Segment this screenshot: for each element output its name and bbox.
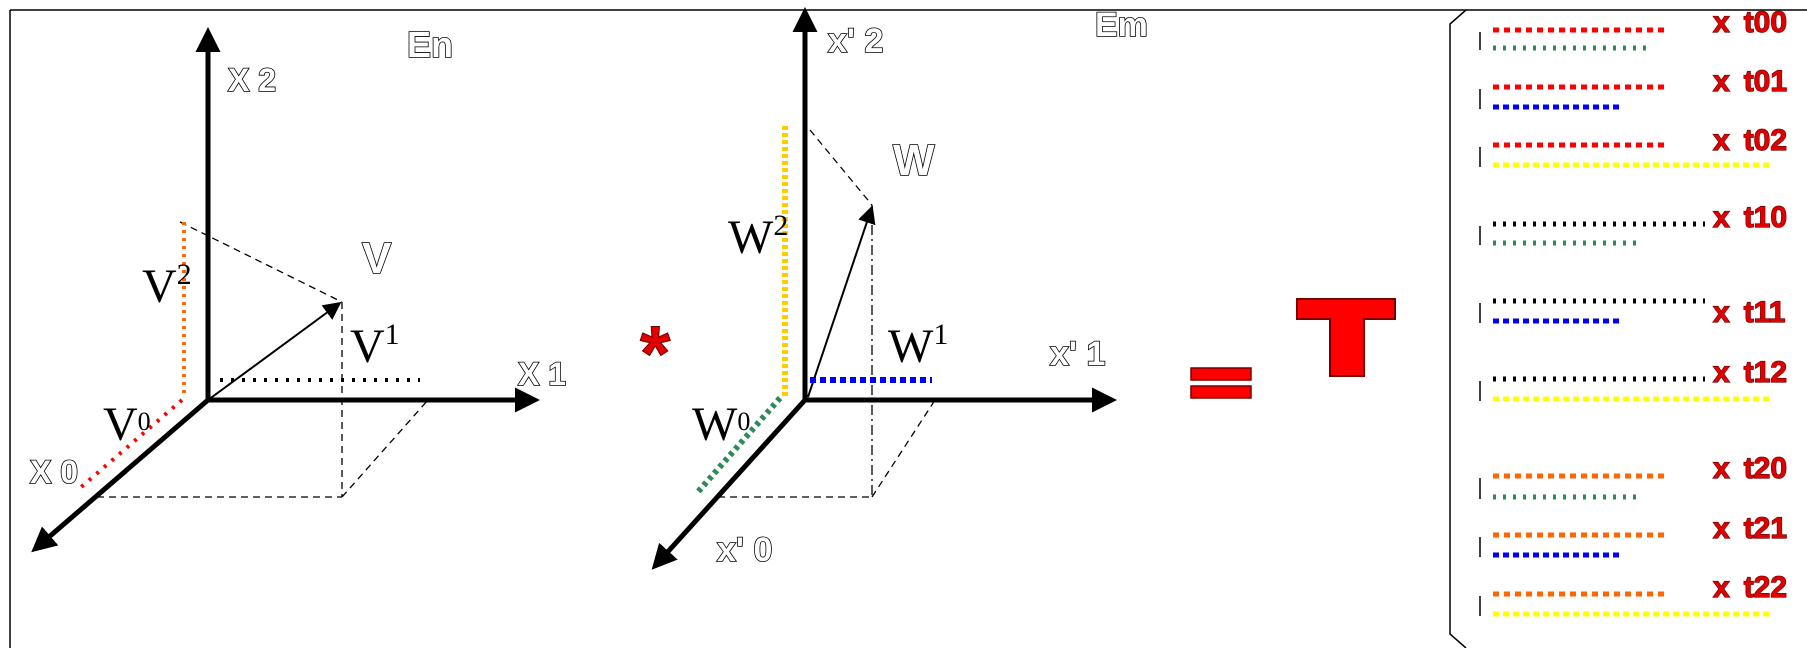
- axis-label-x-prime-0: x' 0: [717, 531, 772, 569]
- row-term-name: t01: [1744, 65, 1787, 98]
- row-term-name: t20: [1744, 452, 1787, 485]
- component-label-w0: W0: [692, 398, 750, 451]
- right-axis-x0: [651, 398, 807, 570]
- tensor-component-row: x t20: [1479, 451, 1788, 500]
- row-term-prefix: x: [1713, 512, 1730, 545]
- tensor-component-row: x t10: [1479, 200, 1788, 246]
- equals-sign: [1190, 367, 1252, 399]
- row-term-prefix: x: [1713, 296, 1730, 329]
- tensor-component-row: x t01: [1479, 64, 1788, 110]
- left-coordinate-system: En X 2 X 1 X 0 V V2 V1 V0: [29, 23, 567, 553]
- space-label-em: Em: [1095, 6, 1148, 44]
- axis-label-x-prime-1: x' 1: [1050, 335, 1105, 373]
- component-label-v2: V2: [142, 258, 192, 313]
- component-label-w1: W1: [888, 318, 948, 373]
- left-axis-x0: [31, 398, 210, 553]
- components-bracket: [1449, 9, 1467, 648]
- row-term-name: t11: [1744, 296, 1786, 329]
- space-label-en: En: [407, 24, 453, 65]
- row-term-label: x t02: [1713, 124, 1787, 157]
- tensor-component-row: x t21: [1479, 511, 1788, 558]
- right-coordinate-system: Em x' 2 x' 1 x' 0 W W2 W1 W0: [651, 5, 1149, 570]
- row-term-name: t02: [1744, 124, 1787, 157]
- w0-component-line: [694, 396, 783, 495]
- row-term-prefix: x: [1713, 356, 1730, 389]
- vector-v-arrow: [207, 301, 342, 401]
- row-term-prefix: x: [1713, 452, 1730, 485]
- axis-label-x0: X 0: [30, 454, 78, 490]
- vector-label-w: W: [893, 136, 935, 185]
- tensor-t-shape: [1296, 298, 1396, 377]
- row-term-name: t12: [1744, 356, 1787, 389]
- row-term-label: x t01: [1713, 65, 1787, 98]
- multiply-operator: *: [640, 309, 671, 397]
- row-term-prefix: x: [1713, 124, 1730, 157]
- right-projection-lines: [718, 129, 936, 498]
- row-term-label: x t21: [1713, 512, 1787, 545]
- row-term-label: x t00: [1713, 6, 1787, 39]
- row-term-prefix: x: [1713, 571, 1730, 604]
- tensor-component-row: x t11: [1479, 295, 1786, 330]
- axis-label-x2: X 2: [228, 62, 276, 98]
- v0-component-line: [78, 398, 184, 490]
- row-term-name: t10: [1744, 201, 1787, 234]
- tensor-component-row: x t12: [1479, 355, 1788, 402]
- axis-label-x1: X 1: [518, 356, 566, 392]
- vector-label-v: V: [362, 234, 392, 283]
- row-term-name: t22: [1744, 571, 1787, 604]
- row-term-label: x t22: [1713, 571, 1787, 604]
- row-term-label: x t12: [1713, 356, 1787, 389]
- row-term-prefix: x: [1713, 65, 1730, 98]
- row-term-name: t00: [1744, 6, 1787, 39]
- row-term-name: t21: [1744, 512, 1787, 545]
- axis-label-x-prime-2: x' 2: [828, 22, 883, 60]
- tensor-component-row: x t02: [1479, 123, 1788, 168]
- row-term-label: x t11: [1713, 296, 1785, 329]
- tensor-component-row: x t00: [1479, 5, 1788, 51]
- component-label-v0: V0: [103, 398, 151, 451]
- tensor-component-row: x t22: [1479, 570, 1788, 617]
- component-label-v1: V1: [350, 318, 400, 373]
- row-term-label: x t20: [1713, 452, 1787, 485]
- component-label-w2: W2: [728, 209, 788, 264]
- vector-w-arrow: [807, 205, 876, 398]
- tensor-component-list: x t00 x t01 x t02 x t10 x t11 x t12 x t20 x t21 x t22: [1479, 5, 1788, 617]
- row-term-label: x t10: [1713, 201, 1787, 234]
- row-term-prefix: x: [1713, 201, 1730, 234]
- row-term-prefix: x: [1713, 6, 1730, 39]
